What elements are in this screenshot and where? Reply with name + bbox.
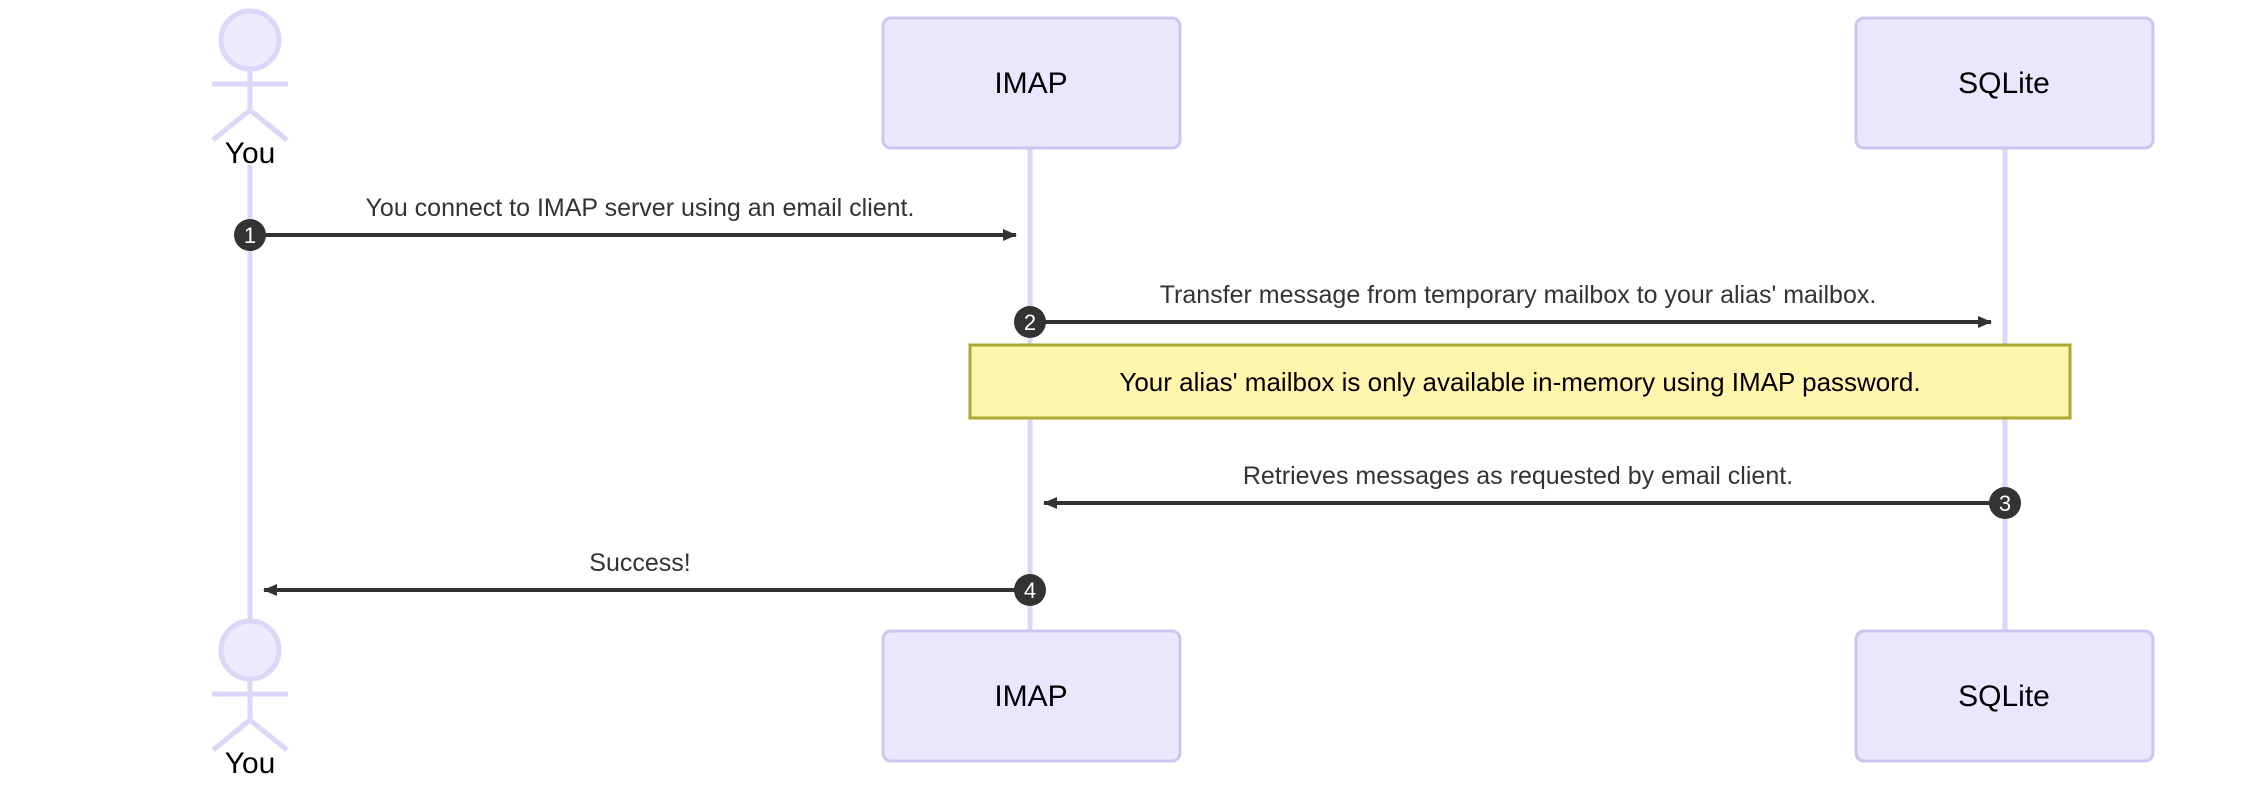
participant-box: [1854, 629, 2155, 763]
message-1[interactable]: You connect to IMAP server using an emai…: [234, 194, 1017, 251]
message-1-seq-number: 1: [244, 223, 256, 248]
participant-label-imap-bottom: IMAP: [994, 680, 1067, 713]
participant-box: [881, 16, 1182, 150]
message-4-label: Success!: [589, 549, 690, 577]
message-3-seq-badge: [1989, 487, 2021, 519]
message-1-seq-badge: [234, 219, 266, 251]
note-in-memory-mailbox[interactable]: Your alias' mailbox is only available in…: [968, 343, 2072, 420]
message-2[interactable]: Transfer message from temporary mailbox …: [1014, 281, 1992, 338]
message-1-label: You connect to IMAP server using an emai…: [366, 194, 915, 222]
actor-head-icon: [218, 618, 282, 682]
actor-leg-left: [211, 108, 252, 142]
message-4-seq-badge: [1014, 574, 1046, 606]
message-3-label: Retrieves messages as requested by email…: [1243, 462, 1793, 490]
actor-leg-right: [248, 718, 289, 752]
participant-box: [1854, 16, 2155, 150]
message-4[interactable]: Success! 4: [263, 549, 1046, 606]
message-2-seq-badge: [1014, 306, 1046, 338]
participant-label-imap-top: IMAP: [994, 67, 1067, 100]
participant-label-sqlite-bottom: SQLite: [1958, 680, 2050, 713]
actor-leg-left: [211, 718, 252, 752]
participant-sqlite-bottom[interactable]: SQLite: [1854, 629, 2155, 763]
message-3-seq-number: 3: [1999, 491, 2011, 516]
actor-you-top[interactable]: You: [211, 8, 289, 170]
message-2-seq-number: 2: [1024, 310, 1036, 335]
participant-sqlite-top[interactable]: SQLite: [1854, 16, 2155, 150]
actor-leg-right: [248, 108, 289, 142]
actor-label-you-bottom: You: [225, 747, 276, 780]
message-2-label: Transfer message from temporary mailbox …: [1160, 281, 1877, 309]
actor-label-you-top: You: [225, 137, 276, 170]
actor-head-icon: [218, 8, 282, 72]
participant-label-sqlite-top: SQLite: [1958, 67, 2050, 100]
note-text: Your alias' mailbox is only available in…: [1119, 367, 1920, 397]
actor-you-bottom[interactable]: You: [211, 618, 289, 780]
message-4-seq-number: 4: [1024, 578, 1036, 603]
message-3[interactable]: Retrieves messages as requested by email…: [1043, 462, 2021, 519]
participant-box: [881, 629, 1182, 763]
note-box: [968, 343, 2072, 420]
participant-imap-bottom[interactable]: IMAP: [881, 629, 1182, 763]
participant-imap-top[interactable]: IMAP: [881, 16, 1182, 150]
